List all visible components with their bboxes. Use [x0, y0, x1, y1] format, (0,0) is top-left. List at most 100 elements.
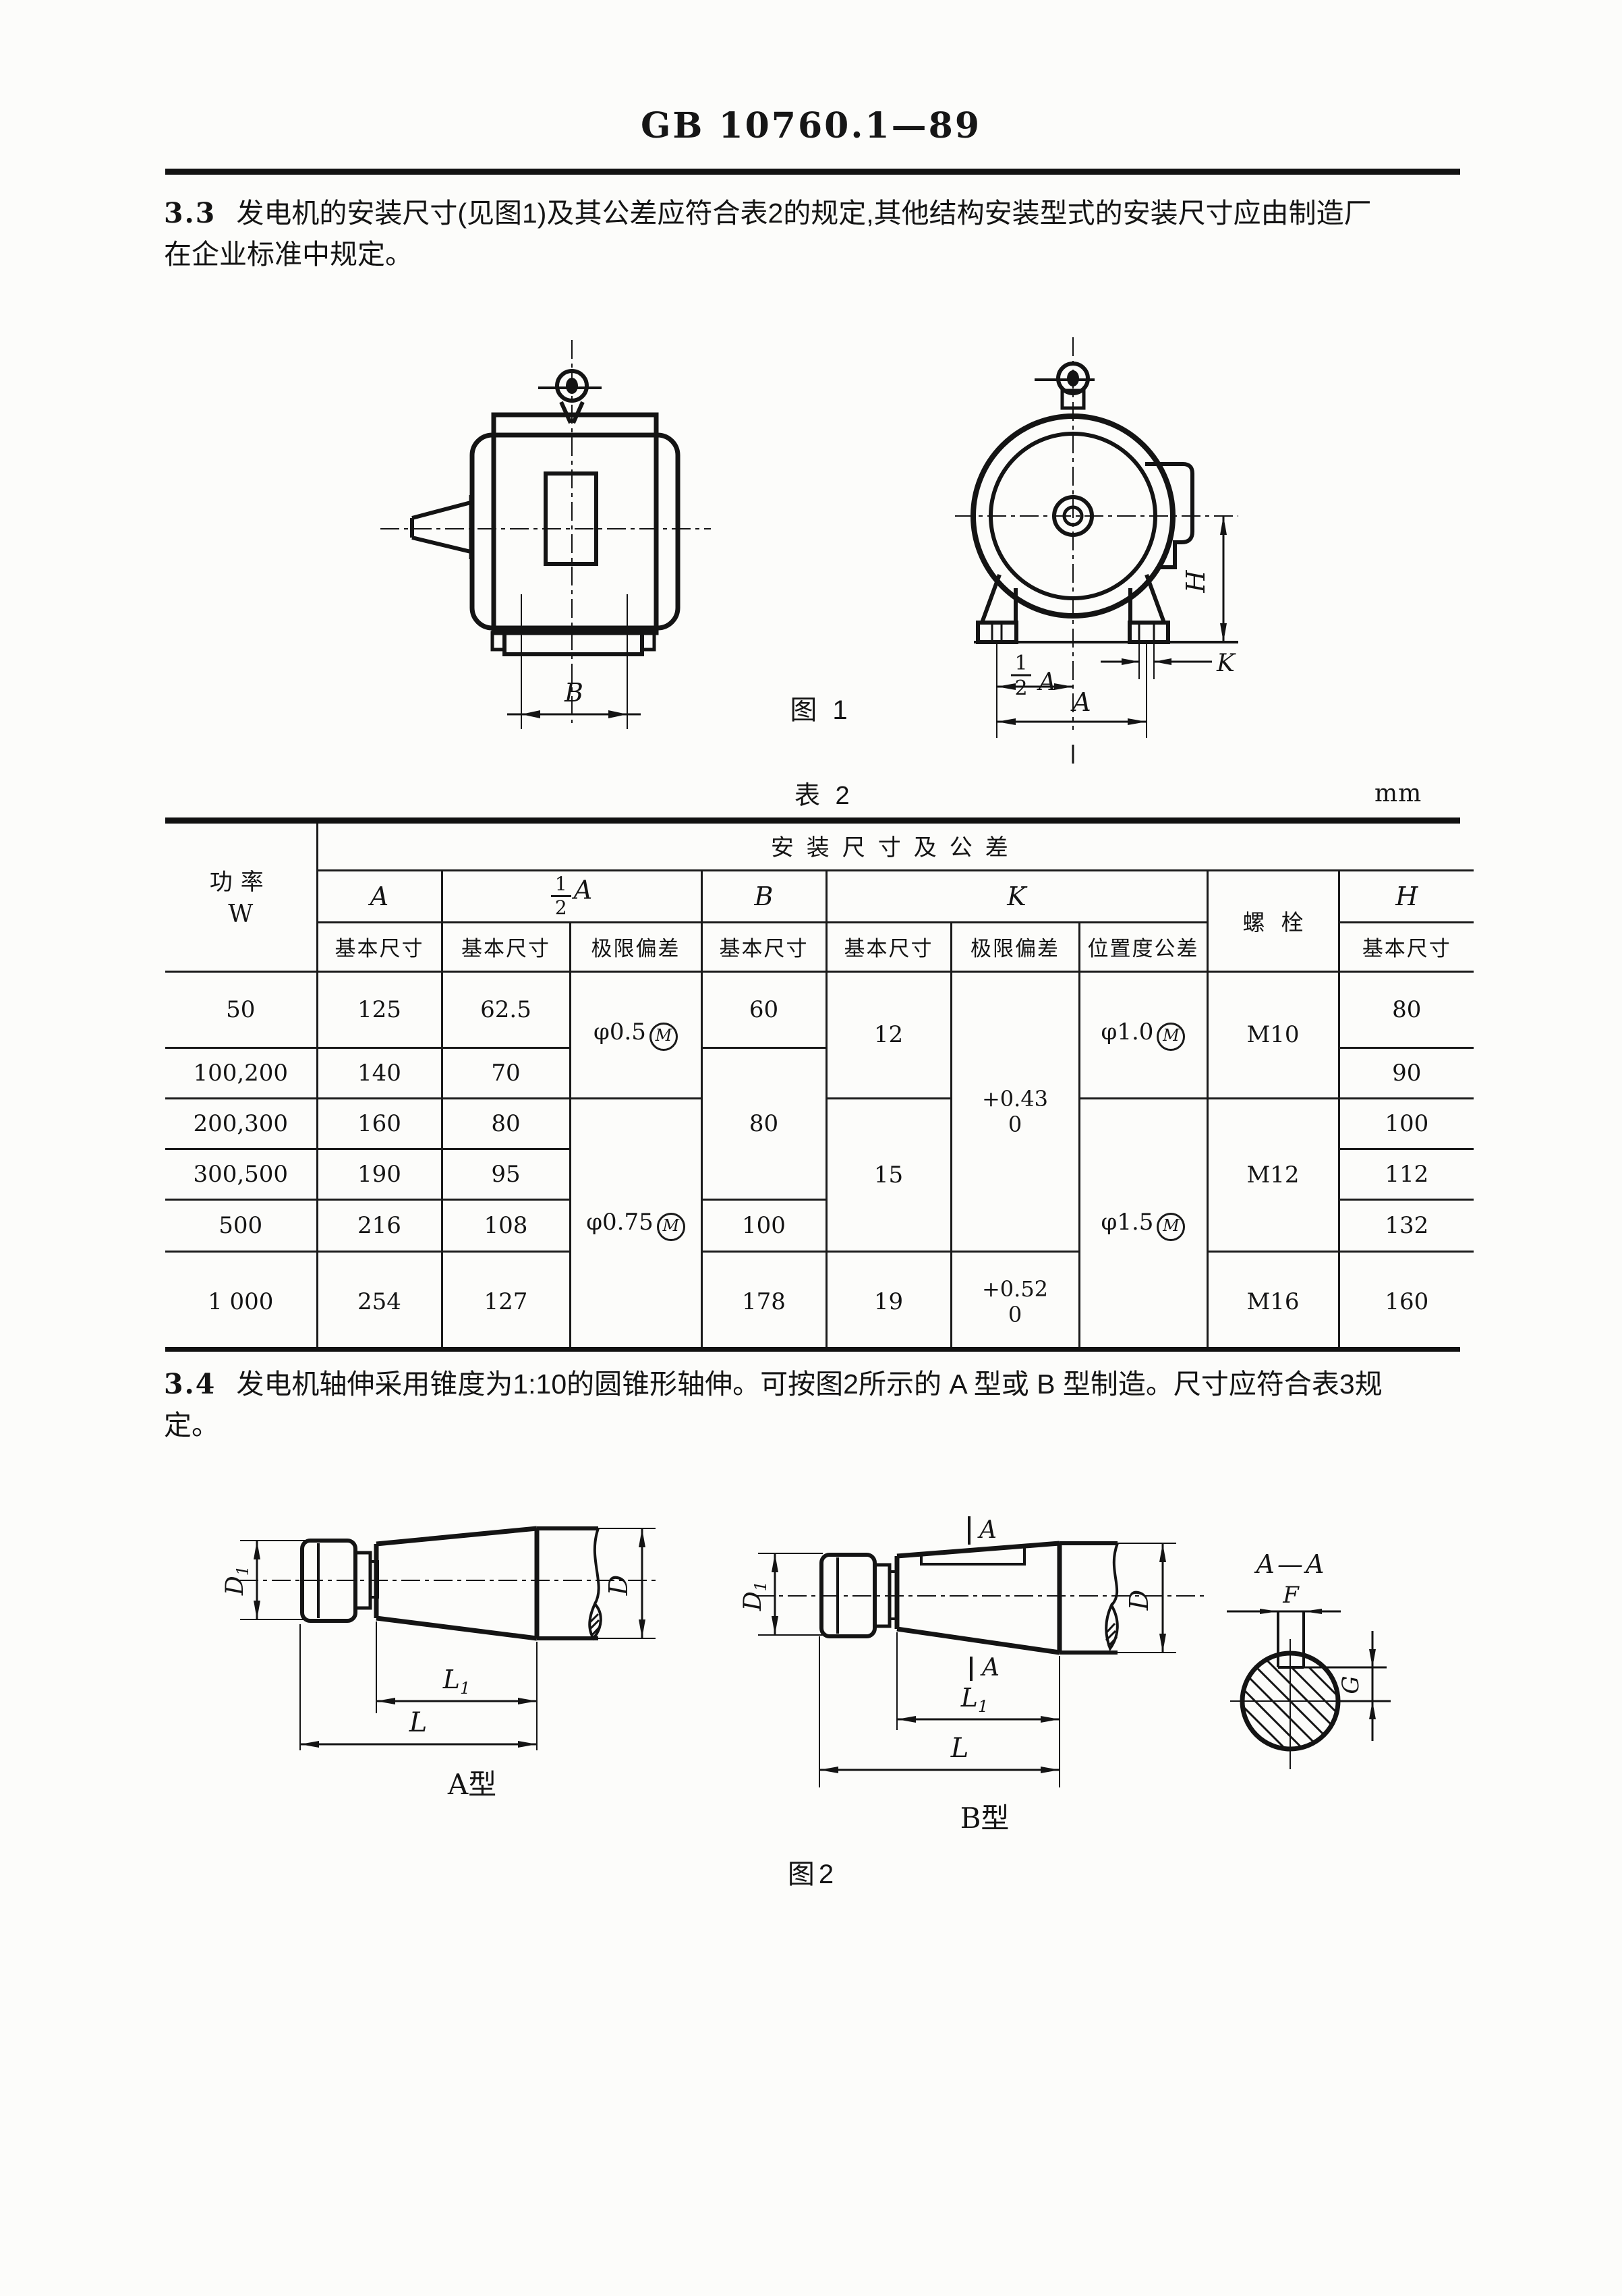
dim-label-half-den: 2 — [1014, 677, 1027, 700]
table2-caption: 表 2 — [794, 782, 854, 810]
paragraph-3-4: 3.4 发电机轴伸采用锥度为1:10的圆锥形轴伸。可按图2所示的 A 型或 B 型… — [164, 1364, 1464, 1446]
right-foot — [1128, 621, 1170, 644]
section-mark-top: A — [977, 1516, 997, 1544]
terminal-box — [544, 471, 598, 566]
table2-power-cell: 200,300 — [164, 1097, 318, 1150]
figure1-caption: 图 1 — [790, 695, 852, 725]
paragraph-3-3: 3.3 发电机的安装尺寸(见图1)及其公差应符合表2的规定,其他结构安装型式的安装… — [164, 193, 1464, 275]
dim-label-L: L — [950, 1733, 969, 1764]
section-mark-bottom: A — [980, 1654, 1000, 1682]
table2-power-cell: 300,500 — [164, 1147, 318, 1201]
subheader: 基本尺寸 — [316, 921, 443, 973]
table2-cell: 140 — [316, 1046, 443, 1099]
col-header-K: K — [825, 869, 1209, 923]
shaft-break — [588, 1601, 602, 1641]
paragraph-text: 定。 — [164, 1410, 219, 1441]
subheader: 基本尺寸 — [825, 921, 952, 973]
subheader: 位置度公差 — [1078, 921, 1209, 973]
section-title: A—A — [1254, 1549, 1327, 1579]
table2-cell: 100 — [1337, 1097, 1475, 1150]
dim-label-L: L — [409, 1707, 428, 1738]
conical-shaft — [894, 1541, 1062, 1655]
table2-cell: 254 — [316, 1250, 443, 1352]
figure1-front-view: H K 1 2 A A — [955, 337, 1238, 764]
table2-power-cell: 1 000 — [164, 1250, 318, 1352]
shaft-break — [1105, 1602, 1119, 1652]
col-header-title: 安装尺寸及公差 — [316, 820, 1475, 871]
dim-label-D1: D1 — [739, 1581, 770, 1611]
col-header-A: A — [316, 869, 443, 923]
table2-cell: 80 — [440, 1097, 571, 1150]
mmc-symbol-icon: M — [649, 1023, 678, 1051]
dim-label-A: A — [1070, 687, 1091, 717]
table2-cell: 112 — [1337, 1147, 1475, 1201]
section-number: 3.4 — [164, 1368, 216, 1400]
paragraph-text: 在企业标准中规定。 — [164, 239, 413, 270]
section-number: 3.3 — [164, 197, 216, 229]
table2-cell: 160 — [316, 1097, 443, 1150]
col-header-H: H — [1337, 869, 1475, 923]
table2-cell: 95 — [440, 1147, 571, 1201]
subheader: 基本尺寸 — [440, 921, 571, 973]
dim-label-D: D — [604, 1575, 633, 1596]
table2-cell: M12 — [1206, 1097, 1340, 1253]
table-top-rule — [165, 817, 1460, 824]
table2-cell: 127 — [440, 1250, 571, 1352]
table2-cell: 19 — [825, 1250, 952, 1352]
col-header-bolt: 螺栓 — [1206, 869, 1340, 973]
frame-outer-circle — [971, 413, 1176, 619]
figure2-type-b: A A D1 D L1 — [739, 1516, 1207, 1835]
table2-unit: mm — [1374, 780, 1422, 807]
table2-cell: 100 — [700, 1198, 828, 1253]
col-header-power: 功率 W — [164, 820, 318, 973]
table2-cell: 15 — [825, 1097, 952, 1253]
header-rule — [165, 169, 1460, 175]
col-header-B: B — [700, 869, 828, 923]
table2-cell: 80 — [1337, 970, 1475, 1049]
dim-label-D1: D1 — [223, 1566, 252, 1596]
table2-cell: M10 — [1206, 970, 1340, 1099]
figure2-type-a: D1 D L1 L A型 — [223, 1526, 660, 1801]
dim-label-L1: L1 — [960, 1683, 989, 1716]
table2-power-cell: 100,200 — [164, 1046, 318, 1099]
table2-cell: 178 — [700, 1250, 828, 1352]
dim-label-F: F — [1282, 1582, 1300, 1609]
table2-power-cell: 500 — [164, 1198, 318, 1253]
paragraph-text: 发电机轴伸采用锥度为1:10的圆锥形轴伸。可按图2所示的 A 型或 B 型制造。… — [236, 1369, 1383, 1400]
shaft-hub — [1052, 495, 1094, 537]
dim-label-H: H — [1181, 570, 1211, 594]
table2-cell: 216 — [316, 1198, 443, 1253]
table2-cell: M16 — [1206, 1250, 1340, 1352]
subheader: 极限偏差 — [950, 921, 1080, 973]
subheader: 基本尺寸 — [700, 921, 828, 973]
table2-cell: 108 — [440, 1198, 571, 1253]
dim-label-G: G — [1337, 1675, 1364, 1694]
figure1-side-view: B — [380, 340, 711, 729]
conical-shaft — [374, 1526, 540, 1641]
dim-label-L1: L1 — [442, 1665, 471, 1698]
table2-power-cell: 50 — [164, 970, 318, 1049]
table2-cell: 70 — [440, 1046, 571, 1099]
table2-cell: 12 — [825, 970, 952, 1099]
terminal-box — [1145, 462, 1194, 569]
table2-cell: 160 — [1337, 1250, 1475, 1352]
mmc-symbol-icon: M — [1157, 1023, 1186, 1051]
dim-label-D: D — [1124, 1590, 1154, 1611]
table2-cell: 190 — [316, 1147, 443, 1201]
stator-frame — [491, 412, 659, 635]
shaft-extension — [410, 500, 471, 554]
motor-shell — [469, 432, 680, 631]
type-a-caption: A型 — [447, 1768, 496, 1801]
paragraph-text: 发电机的安装尺寸(见图1)及其公差应符合表2的规定,其他结构安装型式的安装尺寸应… — [236, 198, 1372, 229]
